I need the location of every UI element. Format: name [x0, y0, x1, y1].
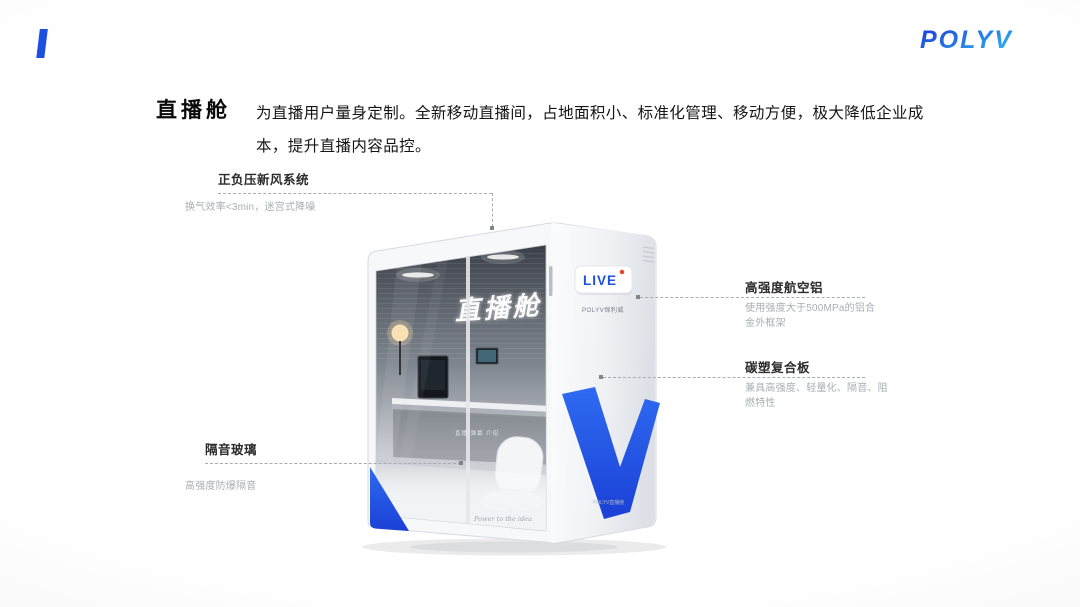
accent-bar [36, 29, 48, 58]
callout-ventilation-line [218, 193, 492, 194]
callout-aluminum-endpoint-dot [636, 295, 640, 299]
slat-wall [378, 251, 544, 363]
blue-v-mark [562, 387, 660, 519]
floor-shadow [362, 538, 666, 556]
callout-aluminum-desc: 使用强度大于500MPa的铝合金外框架 [745, 303, 876, 329]
page-description: 为直播用户量身定制。全新移动直播间，占地面积小、标准化管理、移动方便，极大降低企… [256, 105, 924, 155]
callout-aluminum-line [640, 297, 865, 298]
model-label: POLYV直播舱 [593, 499, 624, 506]
callout-ventilation-endpoint-dot [490, 226, 494, 230]
floor-lamp [387, 320, 413, 375]
product-figure: 直播舱 直播舱 [362, 222, 666, 556]
vent-grille-icon [642, 246, 655, 263]
callout-ventilation-line-vertical [492, 193, 493, 227]
callout-carbon-desc: 兼具高强度、轻量化、隔音、阻燃特性 [745, 383, 888, 409]
glass-sheen [376, 249, 450, 468]
page-title: 直播舱 [156, 99, 231, 122]
accent-bar-shape [36, 29, 48, 58]
callout-glass-line [205, 463, 461, 464]
callout-ventilation-desc: 换气效率<3min，迷宫式降噪 [185, 202, 316, 213]
wall-tablet [475, 347, 499, 365]
live-red-dot-icon [619, 269, 625, 275]
callout-carbon-title: 碳塑复合板 [745, 361, 811, 375]
polyv-logo: POLYV [920, 26, 1013, 54]
callout-carbon-endpoint-dot [599, 375, 603, 379]
slogan-text: Power to the idea [473, 515, 532, 523]
callout-glass-desc: 高强度防爆隔音 [185, 481, 257, 492]
glass-mullion [466, 257, 470, 523]
callout-glass-title: 隔音玻璃 [205, 443, 258, 457]
live-badge-text: LIVE [583, 273, 617, 288]
callout-carbon-line [603, 377, 865, 378]
booth-interior: 直播舱 直播舱 [376, 249, 546, 531]
brand-label: POLYV保利威 [582, 306, 624, 314]
monitor [417, 355, 449, 399]
live-badge: LIVE POLYV保利威 [574, 265, 633, 314]
frosted-glass [376, 463, 546, 531]
callout-aluminum-title: 高强度航空铝 [745, 281, 824, 295]
blue-corner-triangle [370, 467, 409, 531]
door-handle [549, 266, 553, 296]
callout-glass-endpoint-dot [459, 461, 463, 465]
glass-tab-labels: 直播 弹幕 介绍 [455, 429, 499, 437]
ceiling-lights [396, 250, 525, 282]
polyv-logo-text: POLYV [920, 26, 1013, 54]
callout-ventilation-title: 正负压新风系统 [218, 173, 310, 187]
